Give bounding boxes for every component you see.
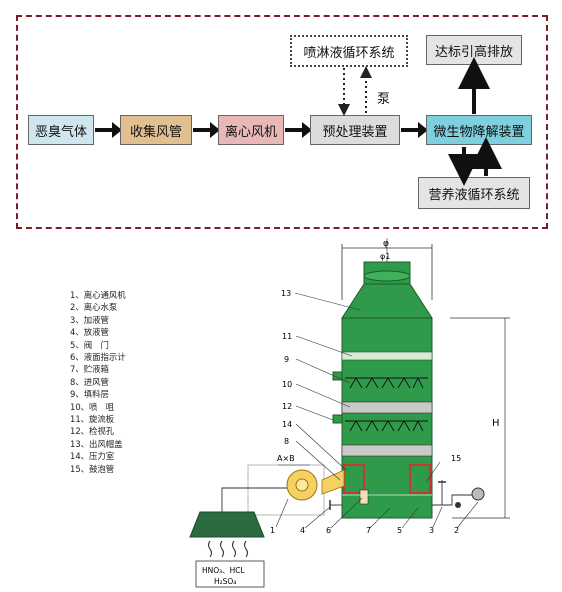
legend-item: 9、填料层 [70, 389, 109, 400]
dim-h: H [492, 418, 500, 429]
node-fan: 离心风机 [218, 115, 284, 145]
callout-8: 8 [284, 437, 289, 446]
legend-item: 12、检视孔 [70, 426, 115, 437]
node-pretreat-label: 预处理装置 [322, 124, 388, 140]
callout-10: 10 [282, 380, 292, 389]
arrow-fan-to-pretreat [285, 122, 312, 138]
node-odor-gas-label: 恶臭气体 [34, 124, 87, 140]
component-legend: 1、离心通风机 2、离心水泵 3、加液管 4、放液管 5、阀 门 6、液面指示计… [70, 289, 126, 475]
dim-phi: φ [383, 239, 389, 249]
node-collect-duct: 收集风管 [120, 115, 192, 145]
legend-item: 6、液面指示计 [70, 352, 126, 363]
callout-2: 2 [454, 526, 459, 535]
legend-item: 8、进风管 [70, 376, 109, 387]
callout-1: 1 [270, 526, 275, 535]
dim-ab: A×B [277, 454, 295, 463]
legend-item: 14、压力室 [70, 451, 115, 462]
tank-label-1: HNO₃、HCL [202, 566, 246, 575]
legend-item: 3、加液管 [70, 314, 109, 325]
legend-item: 7、贮液箱 [70, 364, 109, 375]
legend-item: 4、放液管 [70, 327, 109, 338]
node-discharge-label: 达标引高排放 [434, 44, 513, 60]
acid-tank [195, 560, 265, 588]
node-nutrient-loop-label: 营养液循环系统 [428, 187, 520, 203]
legend-item: 1、离心通风机 [70, 290, 126, 300]
flow-vertical-arrows [338, 57, 502, 186]
callout-6: 6 [326, 526, 331, 535]
node-bio-label: 微生物降解装置 [433, 124, 525, 140]
callout-4: 4 [300, 526, 305, 535]
arrow-collect-to-fan [193, 122, 220, 138]
callout-5: 5 [397, 526, 402, 535]
node-fan-label: 离心风机 [224, 124, 277, 140]
callout-3: 3 [429, 526, 434, 535]
callout-13: 13 [281, 289, 291, 298]
legend-item: 2、离心水泵 [70, 302, 118, 313]
process-flow-frame [16, 15, 548, 229]
outlet-stack [363, 261, 411, 285]
packing-layer [341, 401, 433, 414]
legend-item: 5、阀 门 [70, 339, 109, 350]
node-bio: 微生物降解装置 [426, 115, 532, 145]
callout-11: 11 [282, 332, 292, 341]
tank-label-2: H₂SO₄ [214, 577, 236, 586]
dim-phi1: φ1 [380, 252, 390, 261]
centrifugal-fan [286, 469, 318, 501]
node-collect-duct-label: 收集风管 [129, 124, 182, 140]
callout-14: 14 [282, 420, 292, 429]
callout-12: 12 [282, 402, 292, 411]
legend-item: 10、喷 咀 [70, 401, 115, 412]
pressure-chamber-left [343, 464, 365, 494]
node-spray-loop-label: 喷淋液循环系统 [303, 45, 395, 61]
legend-item: 15、鼓泡管 [70, 463, 115, 474]
legend-item: 11、旋流板 [70, 414, 115, 425]
callout-15: 15 [451, 454, 461, 463]
legend-item: 13、出风帽盖 [70, 438, 123, 449]
callout-7: 7 [366, 526, 371, 535]
acid-tank-hood [189, 511, 265, 538]
node-discharge: 达标引高排放 [426, 35, 522, 65]
pump-label: 泵 [377, 92, 391, 107]
water-pump [471, 487, 485, 501]
pressure-chamber-right [409, 464, 431, 494]
node-pretreat: 预处理装置 [310, 115, 400, 145]
arrow-odor-to-collect [95, 122, 122, 138]
arrow-pretreat-to-bio [401, 122, 428, 138]
packing-layer [341, 444, 433, 457]
outlet-cap [341, 283, 433, 319]
node-spray-loop: 喷淋液循环系统 [290, 35, 408, 67]
node-odor-gas: 恶臭气体 [28, 115, 94, 145]
tower-body [341, 317, 433, 519]
callout-9: 9 [284, 355, 289, 364]
